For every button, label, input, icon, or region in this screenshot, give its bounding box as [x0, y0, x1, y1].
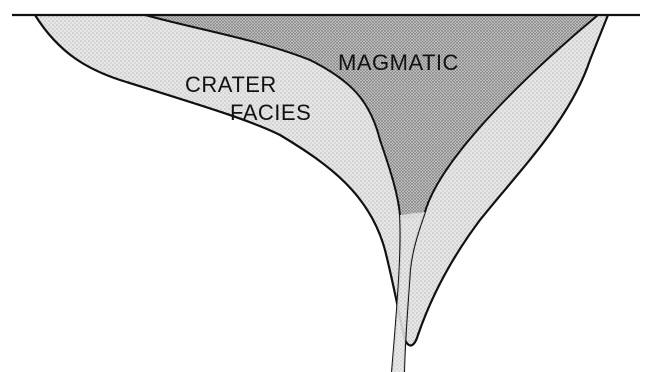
magmatic-label: MAGMATIC	[338, 50, 459, 75]
crater-facies-label-line2: FACIES	[230, 100, 311, 125]
crater-facies-label-line1: CRATER	[185, 72, 277, 97]
